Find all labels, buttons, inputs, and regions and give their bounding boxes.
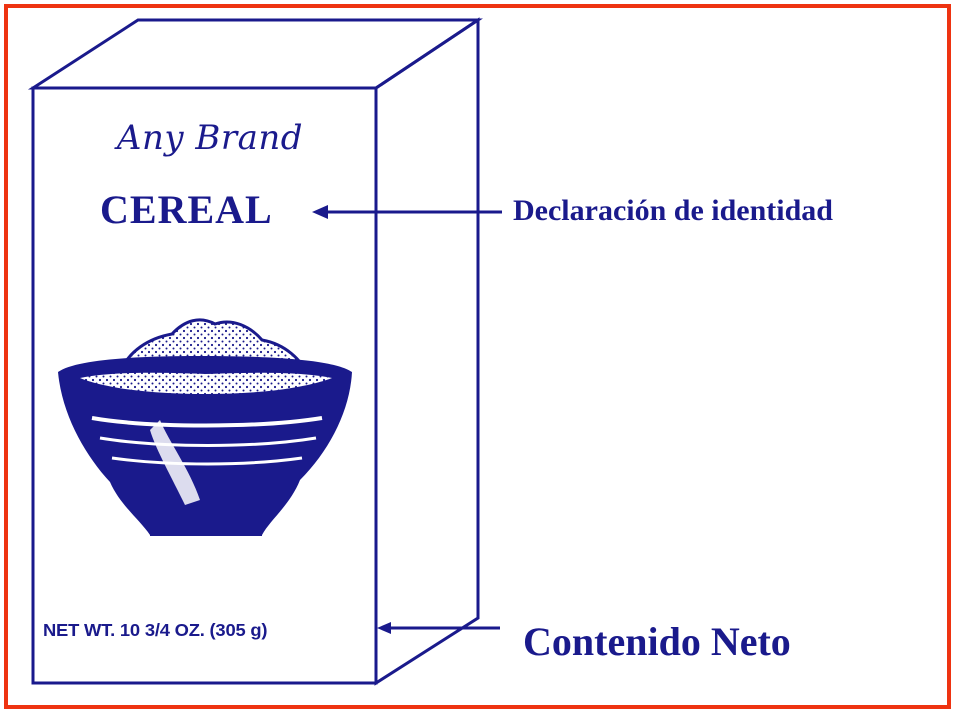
net-contents-callout-label: Contenido Neto	[523, 619, 791, 664]
cereal-box	[27, 17, 483, 686]
cereal-bowl-icon	[58, 318, 352, 536]
product-name: CEREAL	[100, 187, 273, 232]
box-side-face	[374, 17, 480, 686]
slide-frame	[4, 4, 951, 709]
box-top-face	[27, 18, 483, 90]
brand-name: Any Brand	[116, 118, 304, 158]
identity-callout-label: Declaración de identidad	[513, 194, 833, 227]
net-weight-label: NET WT. 10 3/4 OZ. (305 g)	[43, 620, 268, 640]
net-contents-arrow	[377, 622, 500, 634]
identity-arrow	[312, 205, 502, 219]
